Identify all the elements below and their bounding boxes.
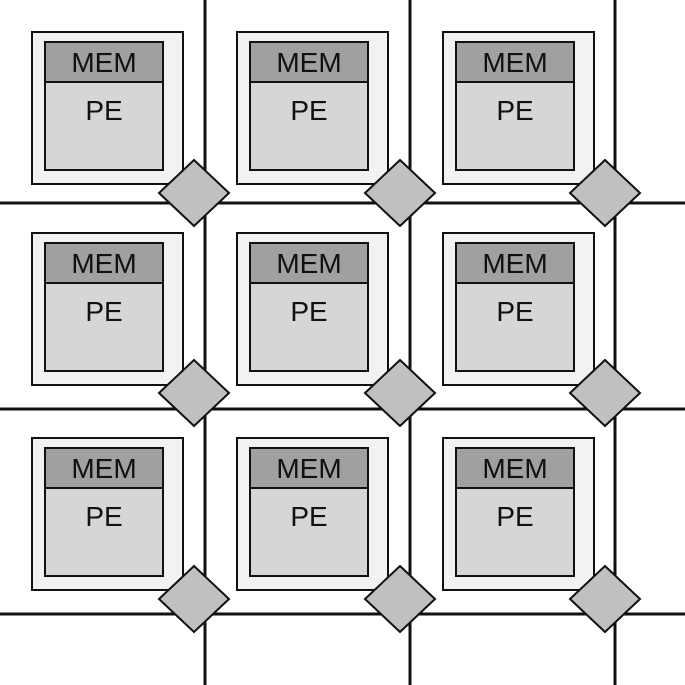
router-4 [157, 358, 231, 428]
tile-4: MEM PE [31, 232, 184, 386]
pe-label: PE [496, 95, 533, 126]
mem-label: MEM [71, 248, 136, 279]
pe-label: PE [290, 296, 327, 327]
router-8 [363, 564, 437, 634]
mem-label: MEM [276, 47, 341, 78]
mem-label: MEM [276, 248, 341, 279]
mem-block [249, 447, 369, 489]
router-6 [568, 358, 642, 428]
tile-7: MEM PE [31, 437, 184, 591]
mem-block [44, 447, 164, 489]
mem-label: MEM [482, 248, 547, 279]
mem-block [249, 242, 369, 284]
mem-block [249, 41, 369, 83]
router-5 [363, 358, 437, 428]
router-9 [568, 564, 642, 634]
pe-label: PE [85, 296, 122, 327]
tile-8: MEM PE [236, 437, 389, 591]
pe-label: PE [85, 95, 122, 126]
tile-1: MEM PE [31, 31, 184, 185]
pe-label: PE [85, 501, 122, 532]
pe-label: PE [496, 501, 533, 532]
pe-label: PE [290, 501, 327, 532]
mem-label: MEM [276, 453, 341, 484]
tile-5: MEM PE [236, 232, 389, 386]
mem-label: MEM [482, 47, 547, 78]
tile-3: MEM PE [442, 31, 595, 185]
pe-label: PE [496, 296, 533, 327]
mem-block [455, 447, 575, 489]
mem-block [455, 242, 575, 284]
mem-block [44, 242, 164, 284]
mem-label: MEM [71, 47, 136, 78]
mem-label: MEM [482, 453, 547, 484]
router-1 [157, 158, 231, 228]
router-3 [568, 158, 642, 228]
tile-9: MEM PE [442, 437, 595, 591]
tile-2: MEM PE [236, 31, 389, 185]
mem-block [455, 41, 575, 83]
tile-6: MEM PE [442, 232, 595, 386]
mem-label: MEM [71, 453, 136, 484]
mem-block [44, 41, 164, 83]
router-7 [157, 564, 231, 634]
router-2 [363, 158, 437, 228]
pe-label: PE [290, 95, 327, 126]
